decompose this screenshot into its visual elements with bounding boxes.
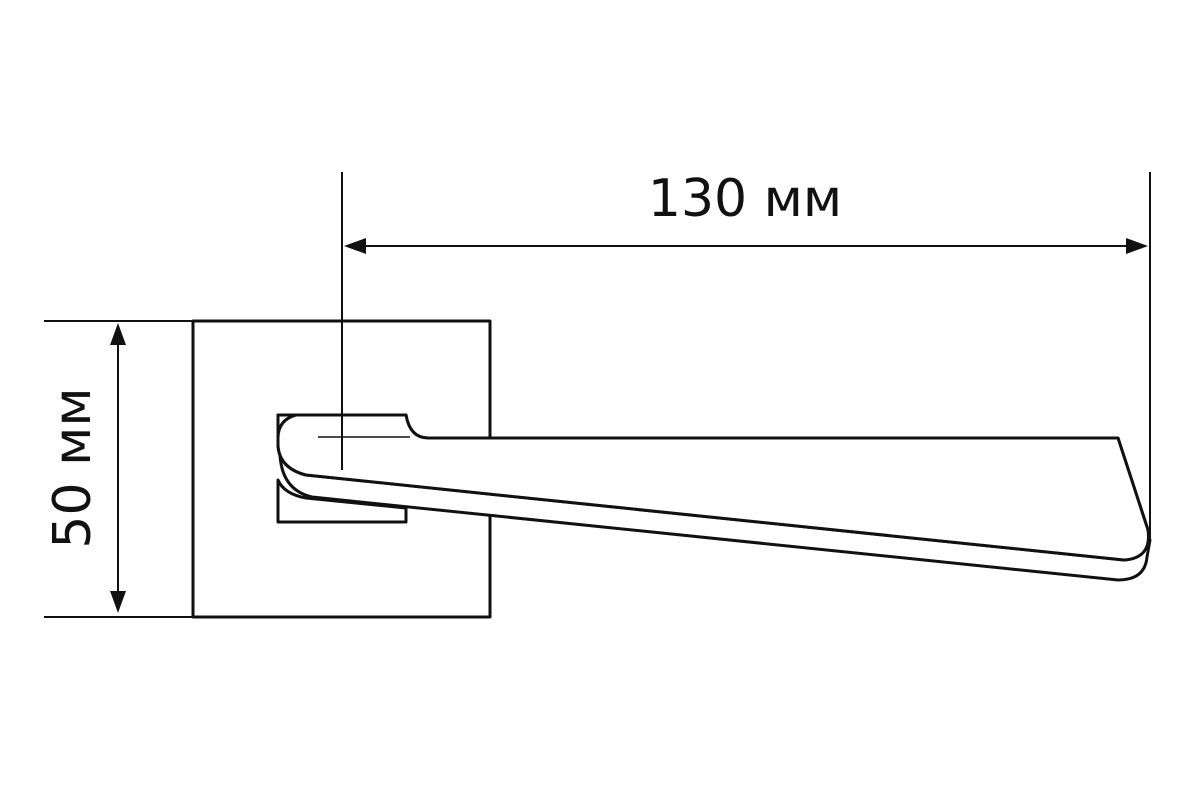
- lever-neck-bottom: [276, 478, 408, 524]
- height-arrow-top: [110, 323, 126, 345]
- length-label: 130 мм: [648, 169, 842, 229]
- length-arrow-left: [344, 238, 366, 254]
- length-arrow-right: [1126, 238, 1148, 254]
- lever-top-face: [276, 413, 1150, 562]
- height-arrow-bottom: [110, 591, 126, 613]
- height-label: 50 мм: [43, 387, 103, 548]
